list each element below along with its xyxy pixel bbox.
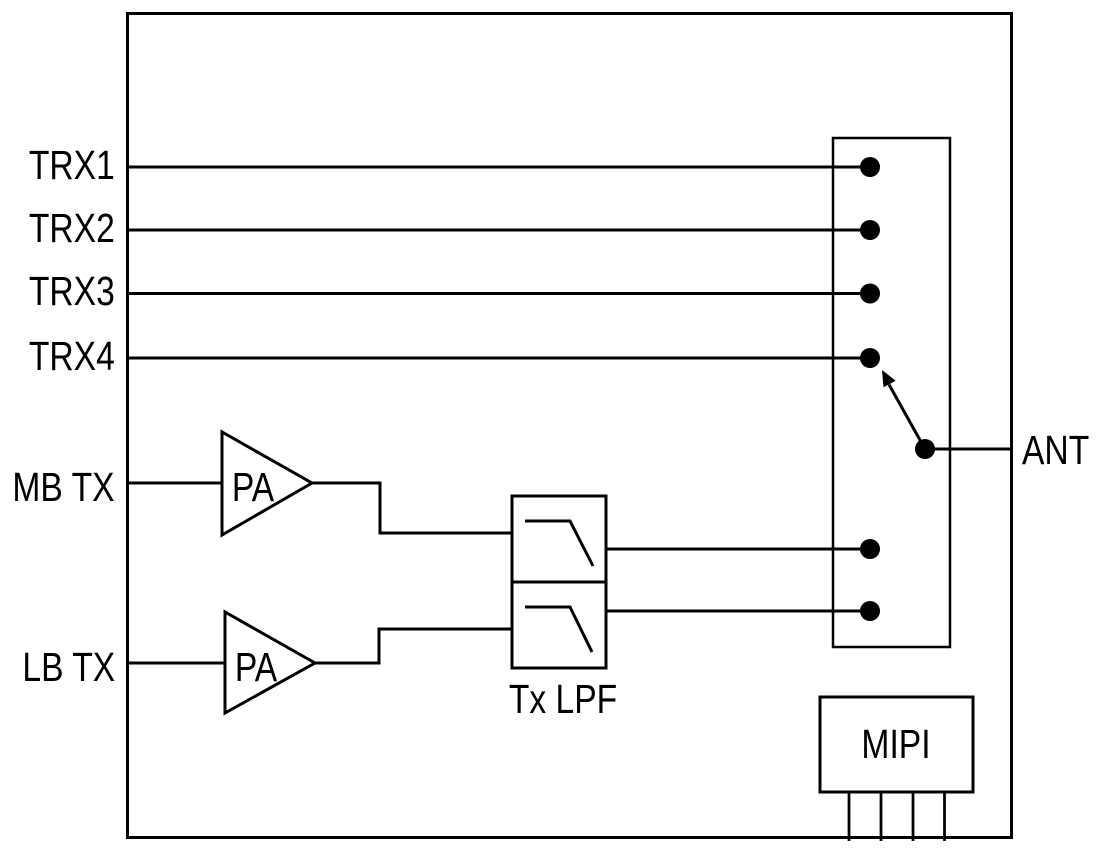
lpf-lb-box xyxy=(510,580,608,670)
switch-dot-trx2 xyxy=(860,220,880,240)
pa-mb-output-line xyxy=(312,481,512,535)
switch-dot-trx3 xyxy=(860,283,880,304)
port-label-trx3: TRX3 xyxy=(29,268,115,314)
switch-dot-trx1 xyxy=(860,157,880,177)
port-label-trx4: TRX4 xyxy=(29,333,115,379)
port-label-trx2: TRX2 xyxy=(29,205,115,251)
switch-arm-arrowhead-icon xyxy=(882,370,896,388)
lowpass-curve-icon-mb xyxy=(525,519,595,567)
switch-dot-trx4 xyxy=(860,348,880,368)
pa-lb-output-line xyxy=(315,627,512,665)
pa-lb-amplifier-icon xyxy=(223,609,319,716)
port-label-ant: ANT xyxy=(1022,427,1090,473)
lowpass-curve-icon-lb xyxy=(525,605,594,653)
switch-dot-mb xyxy=(860,539,880,559)
port-label-lb-tx: LB TX xyxy=(22,644,115,690)
port-label-trx1: TRX1 xyxy=(29,142,115,188)
switch-arm-line xyxy=(887,383,927,450)
pa-mb-label: PA xyxy=(231,464,275,510)
lpf-mb-box xyxy=(510,494,608,584)
tx-lpf-caption: Tx LPF xyxy=(508,676,618,722)
pa-lb-label: PA xyxy=(234,644,278,690)
pa-mb-amplifier-icon xyxy=(220,429,316,538)
mipi-box xyxy=(818,695,975,794)
switch-dot-lb xyxy=(860,601,880,621)
antenna-switch-box xyxy=(831,136,952,649)
module-outline-box xyxy=(126,12,1013,839)
mipi-label: MIPI xyxy=(861,721,931,767)
port-label-mb-tx: MB TX xyxy=(12,464,115,510)
